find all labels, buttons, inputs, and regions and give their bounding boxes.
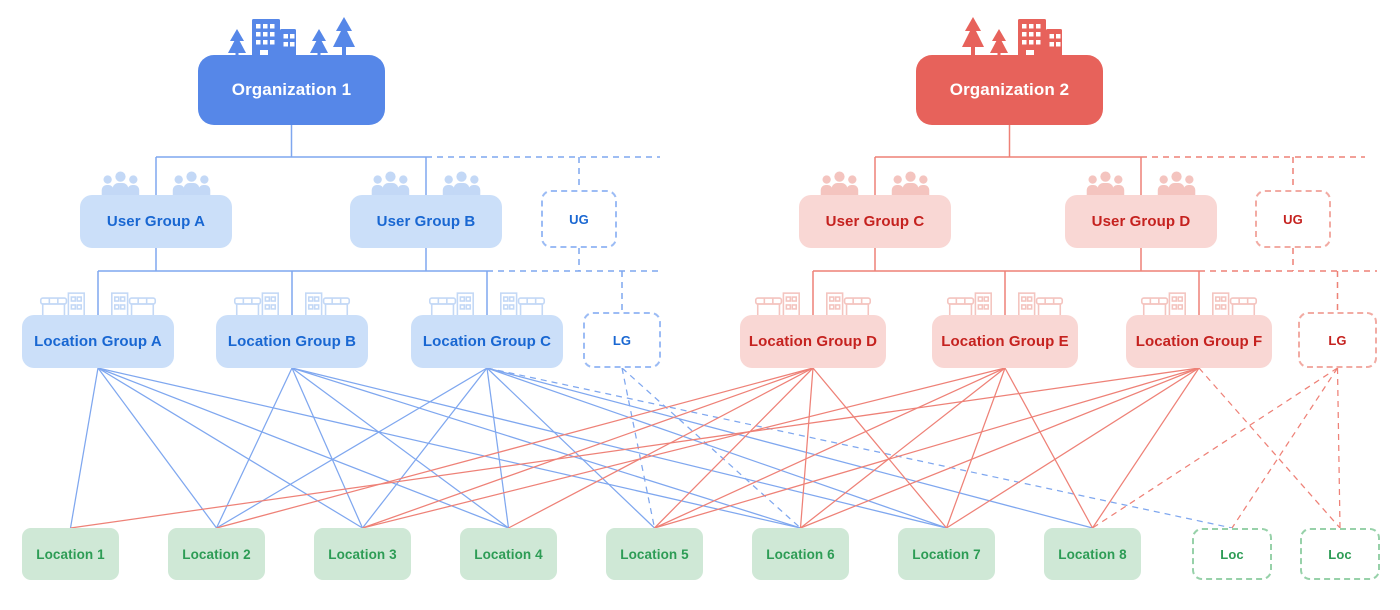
- edge-lgC-loc7: [486, 367, 947, 529]
- node-label: Location Group C: [422, 333, 552, 350]
- edge-lgF-loc5: [654, 367, 1200, 529]
- node-label: Location Group B: [227, 333, 357, 350]
- node-label: Loc: [1220, 546, 1244, 562]
- node-location-6: Location 6: [752, 528, 849, 580]
- node-organization-2: Organization 2: [916, 17, 1103, 125]
- edge-lgD-loc3: [362, 367, 814, 529]
- edge-lgE-loc5: [654, 367, 1006, 529]
- edge-lgX2-locX2: [1336, 367, 1341, 529]
- edge-lgX2-locX1: [1231, 367, 1339, 529]
- node-location-group-placeholder-red: LG: [1298, 312, 1377, 368]
- node-label: Location 6: [766, 546, 835, 562]
- edge-lgC-loc3: [362, 367, 488, 529]
- edge-lgF-loc8: [1091, 367, 1200, 529]
- node-label: Organization 1: [231, 80, 352, 99]
- edge-lgD-loc4: [508, 367, 814, 529]
- edge-lgA-loc4: [97, 367, 509, 529]
- node-location-placeholder-2: Loc: [1300, 528, 1380, 580]
- edge-lgF-loc7: [946, 367, 1200, 529]
- node-label: Location Group A: [34, 333, 162, 350]
- node-label: Location Group E: [941, 333, 1069, 350]
- edge-lgE-loc6: [800, 367, 1006, 529]
- edge-lgF-loc6: [800, 367, 1200, 529]
- node-label: Location 5: [620, 546, 689, 562]
- edge-lgB-loc4: [291, 367, 509, 529]
- edge-lgC-loc4: [486, 367, 510, 529]
- node-location-group-d: Location Group D: [740, 292, 886, 368]
- edge-lgC-locX1: [486, 367, 1233, 529]
- node-location-group-c: Location Group C: [411, 292, 563, 368]
- edge-lgX2-loc8: [1092, 367, 1338, 529]
- edge-lgC-loc5: [486, 367, 655, 529]
- node-location-4: Location 4: [460, 528, 557, 580]
- city-trees-icon: [227, 17, 355, 59]
- node-label: UG: [1283, 211, 1303, 227]
- node-label: User Group A: [106, 213, 206, 230]
- edge-lgE-loc8: [1004, 367, 1094, 529]
- node-label: LG: [612, 332, 632, 348]
- edge-lgA-loc3: [97, 367, 363, 529]
- node-location-group-f: Location Group F: [1126, 292, 1272, 368]
- node-organization-1: Organization 1: [198, 17, 385, 125]
- node-user-group-placeholder-blue: UG: [541, 190, 617, 248]
- edge-lgF-locX2: [1198, 367, 1341, 529]
- edge-lgD-loc6: [799, 367, 814, 529]
- node-label: Location 4: [474, 546, 543, 562]
- node-label: UG: [569, 211, 589, 227]
- node-label: Organization 2: [949, 80, 1070, 99]
- edge-lgE-loc3: [362, 367, 1006, 529]
- node-label: User Group B: [376, 213, 476, 230]
- edge-lgD-loc7: [812, 367, 947, 529]
- edge-lgB-loc2: [215, 367, 293, 529]
- node-label: LG: [1328, 332, 1347, 348]
- node-location-8: Location 8: [1044, 528, 1141, 580]
- edge-lgD-loc5: [654, 367, 814, 529]
- edge-lgB-loc6: [291, 367, 801, 529]
- edge-lgA-loc6: [97, 367, 801, 529]
- node-user-group-a: User Group A: [80, 171, 232, 248]
- node-user-group-placeholder-red: UG: [1255, 190, 1331, 248]
- node-label: Location 7: [912, 546, 981, 562]
- node-location-2: Location 2: [168, 528, 265, 580]
- node-location-3: Location 3: [314, 528, 411, 580]
- edge-lgA-loc2: [97, 367, 218, 529]
- node-user-group-d: User Group D: [1065, 171, 1217, 248]
- node-label: Loc: [1328, 546, 1352, 562]
- node-user-group-b: User Group B: [350, 171, 502, 248]
- node-label: Location 2: [182, 546, 251, 562]
- node-label: Location 3: [328, 546, 397, 562]
- node-label: Location Group D: [748, 333, 878, 350]
- node-label: User Group C: [825, 213, 925, 230]
- node-label: Location Group F: [1135, 333, 1263, 350]
- edge-lgA-loc1: [69, 367, 99, 529]
- node-location-group-e: Location Group E: [932, 292, 1078, 368]
- node-location-group-a: Location Group A: [22, 292, 174, 368]
- node-location-1: Location 1: [22, 528, 119, 580]
- node-user-group-c: User Group C: [799, 171, 951, 248]
- node-location-5: Location 5: [606, 528, 703, 580]
- edge-lgF-loc1: [70, 367, 1200, 529]
- node-label: Location 8: [1058, 546, 1127, 562]
- node-location-7: Location 7: [898, 528, 995, 580]
- edge-lgD-loc2: [216, 367, 814, 529]
- city-trees-icon: [961, 17, 1062, 59]
- node-label: Location 1: [36, 546, 105, 562]
- edge-lgC-loc8: [486, 367, 1093, 529]
- node-location-group-b: Location Group B: [216, 292, 368, 368]
- node-location-group-placeholder-blue: LG: [583, 312, 661, 368]
- node-label: User Group D: [1091, 213, 1191, 230]
- edge-lgX1-loc6: [621, 367, 801, 529]
- edge-lgB-loc7: [291, 367, 947, 529]
- edge-lgE-loc7: [945, 367, 1006, 529]
- node-location-placeholder-1: Loc: [1192, 528, 1272, 580]
- edge-lgB-loc3: [291, 367, 364, 529]
